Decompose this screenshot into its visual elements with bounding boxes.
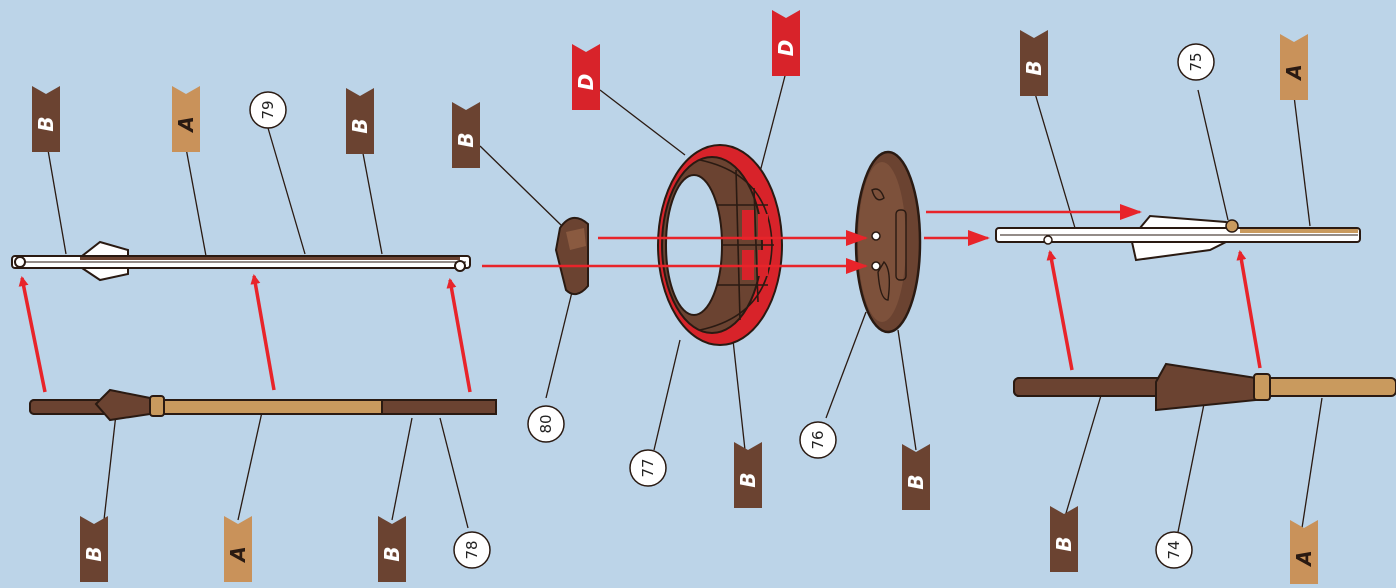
flag-a-bottom-right: A [1290, 520, 1318, 584]
callout-label: 79 [259, 100, 277, 119]
flag-label: B [82, 546, 106, 561]
flag-label: A [226, 546, 250, 563]
flag-label: B [348, 118, 372, 133]
flag-label: D [574, 74, 598, 91]
flag-b-plate: B [902, 444, 930, 510]
flag-a-bottom-left: A [224, 516, 252, 582]
flag-label: B [454, 132, 478, 147]
barrel-part [658, 145, 782, 345]
flag-b-top-left-2: B [346, 88, 374, 154]
flag-a-top-right: A [1280, 34, 1308, 100]
flag-label: B [736, 472, 760, 487]
flag-b-barrel: B [734, 442, 762, 508]
flag-b-bottom-left-2: B [378, 516, 406, 582]
flag-label: A [1282, 64, 1306, 81]
callout-78: 78 [454, 532, 490, 568]
plate-part [856, 152, 920, 332]
flag-a-top-left: A [172, 86, 200, 152]
callout-74: 74 [1156, 532, 1192, 568]
callout-label: 80 [537, 414, 555, 433]
callout-label: 76 [809, 430, 827, 449]
clip-part [556, 218, 588, 294]
rod-bottom-right [1014, 364, 1396, 410]
flag-label: B [1022, 60, 1046, 75]
callout-75: 75 [1178, 44, 1214, 80]
flag-b-bottom-left-1: B [80, 516, 108, 582]
flag-label: D [774, 40, 798, 57]
flag-b-mid-clip: B [452, 102, 480, 168]
flag-label: A [174, 116, 198, 133]
callout-label: 78 [463, 540, 481, 559]
flag-b-top-left-1: B [32, 86, 60, 152]
callout-80: 80 [528, 406, 564, 442]
flag-label: B [380, 546, 404, 561]
callout-label: 74 [1165, 540, 1183, 559]
rod-bottom-left [30, 390, 496, 420]
flag-b-bottom-right: B [1050, 506, 1078, 572]
callout-label: 77 [639, 458, 657, 477]
flag-label: B [904, 474, 928, 489]
assembly-arrows [22, 252, 1260, 392]
flag-d-right: D [772, 10, 800, 76]
flag-b-top-right: B [1020, 30, 1048, 96]
flag-label: A [1292, 550, 1316, 567]
callout-79: 79 [250, 92, 286, 128]
rod-top-left [12, 242, 470, 280]
callout-76: 76 [800, 422, 836, 458]
flag-label: B [34, 116, 58, 131]
callout-label: 75 [1187, 52, 1205, 71]
flag-label: B [1052, 536, 1076, 551]
flag-d-left: D [572, 44, 600, 110]
callout-77: 77 [630, 450, 666, 486]
